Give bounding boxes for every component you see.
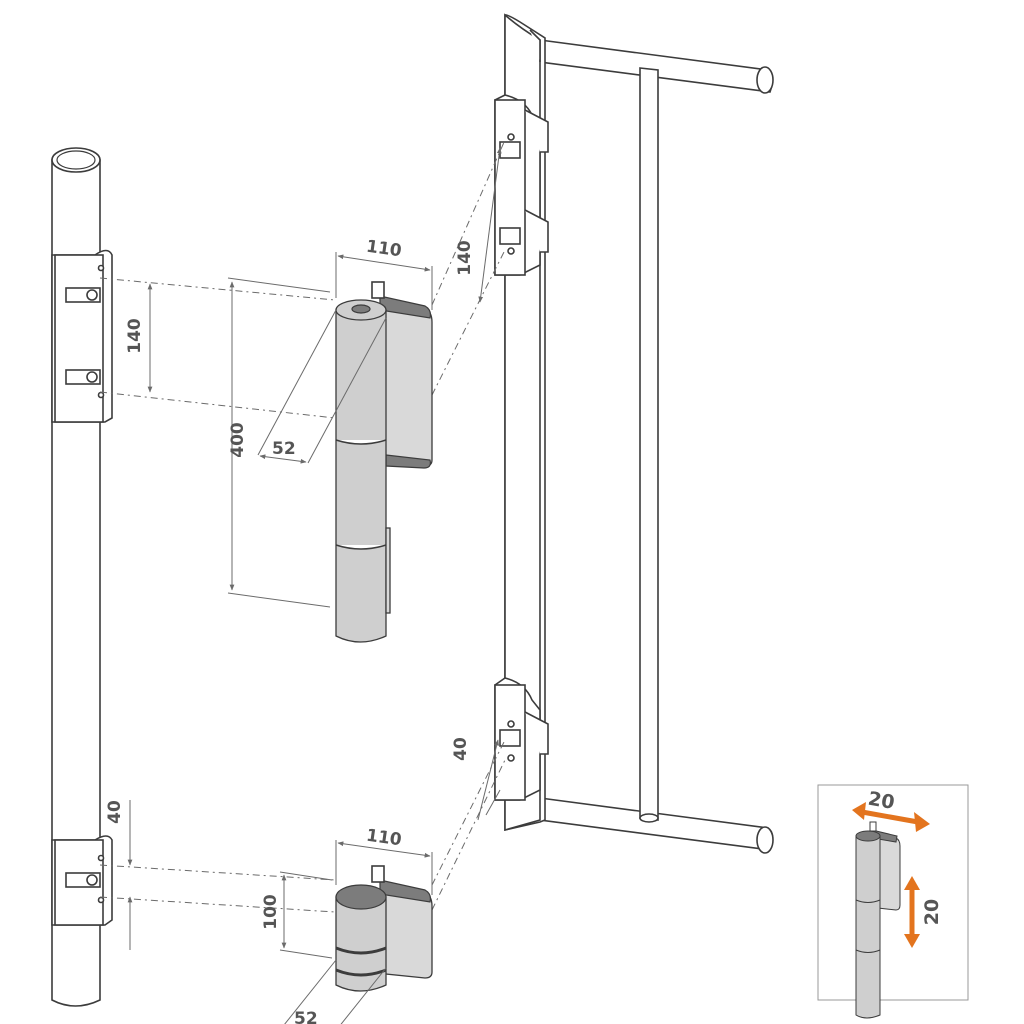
dim-gate-offset: 40 xyxy=(451,737,501,821)
dim-upper-depth-label: 52 xyxy=(272,439,296,459)
dim-lower-height-label: 100 xyxy=(261,894,281,930)
alignment-lines xyxy=(99,139,506,913)
dim-post-spacing-label: 140 xyxy=(125,318,145,354)
dim-post-offset-label: 40 xyxy=(105,800,125,824)
gate-bracket-top xyxy=(494,94,549,276)
dim-upper-height-label: 400 xyxy=(228,422,248,458)
dim-lower-depth-label: 52 xyxy=(294,1009,318,1024)
adjustment-inset: 20 20 xyxy=(817,784,969,1019)
dim-lower-width-label: 110 xyxy=(365,826,403,851)
lower-hinge xyxy=(335,865,433,992)
dim-post-offset: 40 xyxy=(105,800,133,950)
dim-upper-width-label: 110 xyxy=(365,237,403,262)
dim-gate-spacing: 140 xyxy=(455,147,502,303)
post-bracket-bottom xyxy=(51,835,113,926)
dim-gate-spacing-label: 140 xyxy=(455,240,475,276)
dim-upper-height: 400 xyxy=(227,277,331,608)
dim-post-spacing: 140 xyxy=(125,283,153,393)
dim-upper-width: 110 xyxy=(335,237,433,310)
horizontal-adjust-arrow-icon xyxy=(852,802,930,832)
dim-gate-offset-label: 40 xyxy=(451,737,471,761)
vertical-adjust-label: 20 xyxy=(921,899,943,925)
upper-hinge xyxy=(335,281,433,643)
vertical-adjust-arrow-icon xyxy=(904,876,920,948)
post-bracket-top xyxy=(51,249,113,423)
dim-lower-width: 110 xyxy=(335,826,433,895)
horizontal-adjust-label: 20 xyxy=(866,788,896,814)
gate-bracket-bottom xyxy=(494,677,549,801)
dim-lower-depth: 52 xyxy=(284,959,387,1024)
dim-lower-height: 100 xyxy=(261,871,333,959)
dim-upper-depth: 52 xyxy=(257,309,387,464)
